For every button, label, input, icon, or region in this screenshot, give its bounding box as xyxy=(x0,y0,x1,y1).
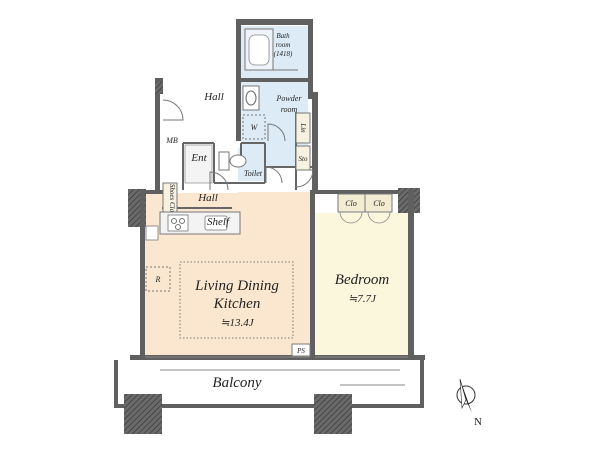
meter-box-label: MB xyxy=(165,136,178,145)
bath-label-1: Bath xyxy=(276,32,290,40)
powder-label-1: Powder xyxy=(276,94,303,103)
bedroom-closet xyxy=(337,193,393,224)
kitchen-counter xyxy=(145,211,241,241)
washbasin xyxy=(242,85,260,111)
walls xyxy=(114,19,425,434)
pipe-space-box xyxy=(291,343,311,357)
washer-label: W xyxy=(251,123,259,132)
bedroom-floor xyxy=(315,213,408,357)
hall-upper-label: Hall xyxy=(203,91,224,103)
refrigerator-label: R xyxy=(155,275,161,284)
storage-label: Sto xyxy=(299,155,308,163)
linen-label: Lin xyxy=(299,122,307,133)
entrance-floor xyxy=(184,144,213,184)
closet-left-label: Clo xyxy=(345,199,357,208)
north-label: N xyxy=(474,416,482,428)
washer-space xyxy=(242,114,266,140)
north-arrow-icon: N xyxy=(456,378,482,428)
powder-label-2: room xyxy=(281,105,298,114)
closet-right-label: Clo xyxy=(373,199,385,208)
bath-label-2: room xyxy=(276,41,291,49)
ldk-area: ≒13.4J xyxy=(220,317,254,329)
shelf-label: Shelf xyxy=(207,216,231,228)
bath-label-3: (1418) xyxy=(274,50,293,58)
doors xyxy=(162,69,314,191)
toilet-fixture xyxy=(218,151,247,171)
room-labels: Bath room (1418) Powder room W Lin Sto T… xyxy=(155,32,390,391)
refrigerator-space xyxy=(145,266,171,292)
balcony-label: Balcony xyxy=(212,375,261,391)
bedroom-area: ≒7.7J xyxy=(348,293,377,305)
linen-cabinet xyxy=(295,112,311,144)
windows xyxy=(145,356,408,386)
hall-lower-label: Hall xyxy=(197,192,218,204)
toilet-label: Toilet xyxy=(244,169,263,178)
balcony-floor xyxy=(122,360,418,405)
ldk-label-1: Living Dining xyxy=(194,278,279,294)
pipe-space-label: PS xyxy=(296,347,305,355)
ldk-label-2: Kitchen xyxy=(213,296,261,312)
entrance-label: Ent xyxy=(190,152,207,164)
bedroom-label: Bedroom xyxy=(335,272,390,288)
shoes-closet-label: Shoes Clo xyxy=(168,184,176,213)
ldk-dotted-area xyxy=(179,261,294,339)
